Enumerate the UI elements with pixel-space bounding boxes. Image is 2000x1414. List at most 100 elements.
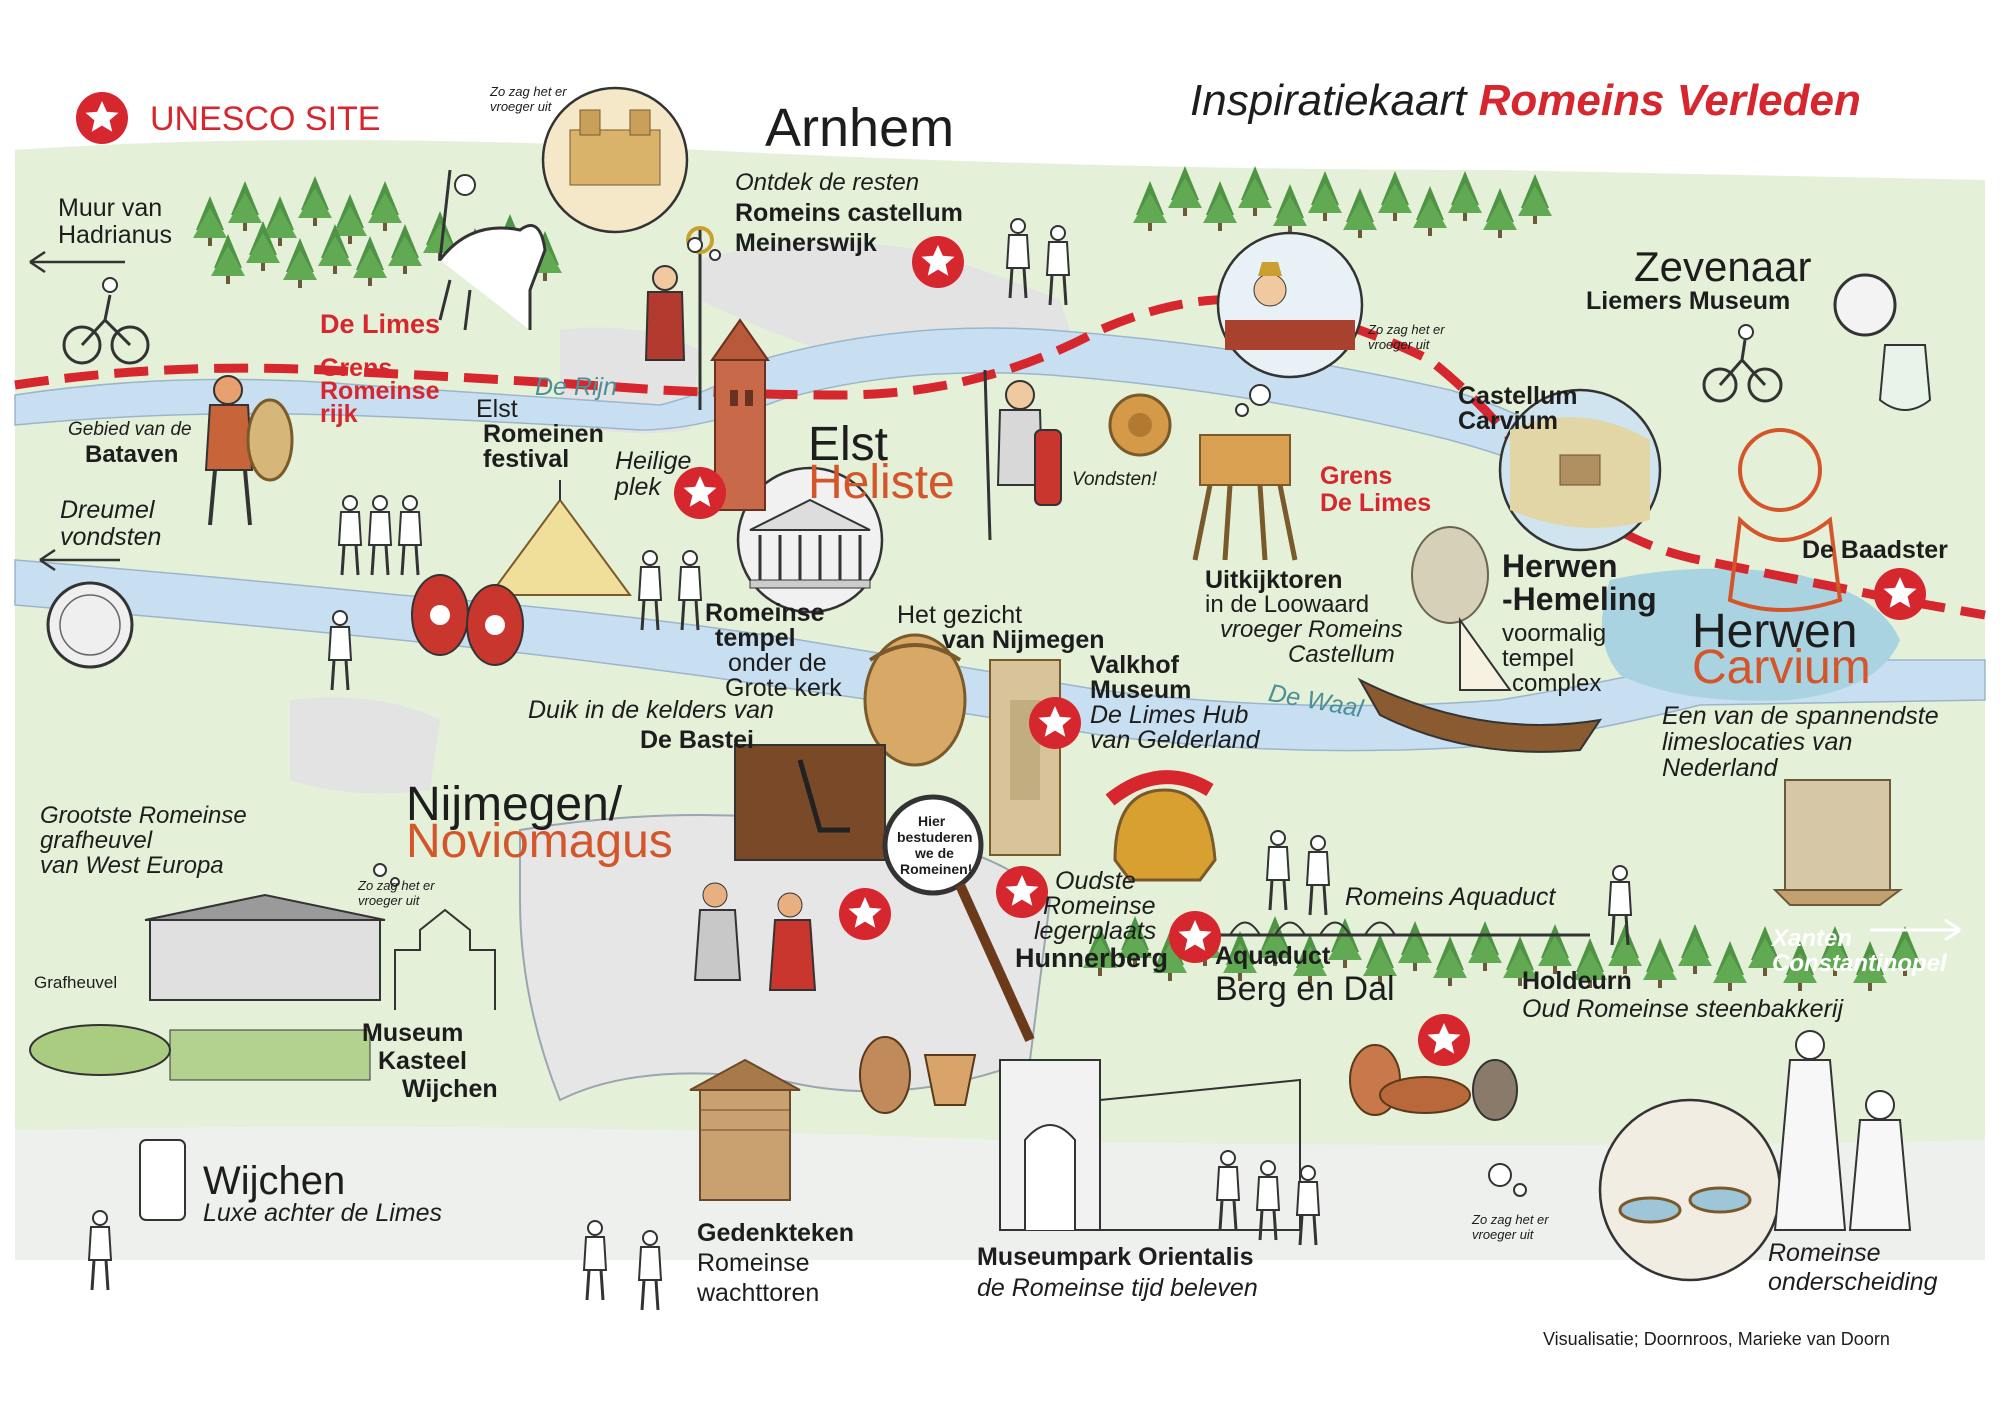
meinerswijk-label-2[interactable]: Meinerswijk (735, 229, 877, 257)
gladiators (693, 882, 817, 991)
unesco-star-icon[interactable] (996, 866, 1048, 918)
magnifier-text-4: Romeinen! (900, 861, 973, 877)
vignette-castellum (1498, 388, 1662, 552)
valkhof-label-4: van Gelderland (1090, 726, 1260, 754)
meinerswijk-label-1[interactable]: Romeins castellum (735, 199, 963, 227)
unesco-star-icon[interactable] (1029, 697, 1081, 749)
arrow-right-icon (1870, 918, 1961, 942)
aquaduct-label-1[interactable]: Aquaduct (1215, 942, 1331, 970)
zozag-caption-1b: vroeger uit (490, 99, 552, 114)
castellum-label-1[interactable]: Castellum (1458, 382, 1578, 410)
urban-area-west (290, 697, 440, 794)
zozag-caption-3a: Zo zag het er (358, 878, 435, 893)
gedenkteken-label-1[interactable]: Gedenkteken (697, 1219, 855, 1247)
wijchen-subtitle: Luxe achter de Limes (203, 1199, 443, 1227)
city-herwen: Herwen (1692, 605, 1858, 658)
unesco-site-label: UNESCO SITE (150, 100, 381, 138)
map-title-highlight: Romeins Verleden (1478, 76, 1861, 125)
muur-label-2: Hadrianus (58, 221, 172, 249)
bronze-ornament (1108, 393, 1172, 457)
uitkijktoren-label-1[interactable]: Uitkijktoren (1205, 566, 1343, 594)
uitkijktoren-label-4: Castellum (1288, 641, 1395, 668)
unesco-star-icon[interactable] (1169, 911, 1221, 963)
gedenkteken-label-2: Romeinse (697, 1249, 810, 1277)
city-carvium: Carvium (1692, 641, 1871, 694)
holdeurn-label-2: Oud Romeinse steenbakkerij (1522, 995, 1843, 1023)
zozag-caption-3b: vroeger uit (358, 893, 420, 908)
kasteel-label-1[interactable]: Museum (362, 1019, 464, 1047)
onderscheiding-label-2: onderscheiding (1768, 1268, 1938, 1296)
baadster-label[interactable]: De Baadster (1802, 536, 1948, 564)
grens-limes-label-1: Grens (1320, 462, 1393, 490)
unesco-star-icon[interactable] (839, 888, 891, 940)
festival-label-3[interactable]: festival (483, 445, 570, 473)
lake-herwen (1602, 568, 1900, 701)
magnifier-text-3: we de (915, 845, 954, 861)
helmet-icon (1105, 770, 1217, 882)
spannend-label-2: limeslocaties van (1662, 728, 1853, 756)
limes-border-line (14, 294, 1986, 620)
legionary-arnhem (644, 226, 714, 410)
grens-limes-label-2: De Limes (1320, 489, 1432, 517)
herwen-hemeling-2[interactable]: -Hemeling (1502, 581, 1657, 617)
oudste-label-4[interactable]: Hunnerberg (1015, 943, 1169, 973)
heilige-label-2: plek (615, 473, 661, 501)
castellum-label-2[interactable]: Carvium (1458, 407, 1559, 435)
vignette-baths (1598, 1098, 1782, 1282)
valkhof-label-1[interactable]: Valkhof (1090, 651, 1179, 679)
bastei-label-2[interactable]: De Bastei (640, 726, 754, 754)
kasteel-label-2[interactable]: Kasteel (378, 1047, 467, 1075)
tempel-complex-3: complex (1512, 670, 1602, 697)
aqueduct-illustration (1210, 921, 1590, 937)
zozag-caption-4a: Zo zag het er (1472, 1212, 1549, 1227)
pottery-icon (859, 1036, 1518, 1121)
festival-label-2[interactable]: Romeinen (483, 420, 604, 448)
vignette-fort-arnhem (541, 86, 689, 234)
magnifier-icon[interactable] (882, 794, 1035, 1043)
uitkijktoren-label-3: vroeger Romeins (1220, 616, 1403, 643)
gedenkteken-label-3: wachttoren (697, 1279, 820, 1307)
holdeurn-label-1[interactable]: Holdeurn (1522, 967, 1632, 995)
grens-label-3: rijk (320, 400, 358, 428)
oudste-label-3: legerplaats (1034, 917, 1157, 945)
horseman-illustration (438, 169, 547, 331)
tempel-kerk-label-2[interactable]: tempel (715, 624, 796, 652)
unesco-logo-star (76, 92, 128, 144)
magnifier-text-1: Hier (918, 813, 946, 829)
xanten-label-1: Xanten (1772, 925, 1853, 952)
herwen-hemeling-1[interactable]: Herwen (1502, 548, 1618, 584)
grens-label-1: Grens (320, 354, 393, 382)
kasteel-label-3[interactable]: Wijchen (402, 1075, 498, 1103)
tempel-kerk-label-3: onder de (728, 649, 827, 677)
stone-head (1411, 526, 1489, 624)
oudste-label-2: Romeinse (1043, 892, 1156, 920)
unesco-star-icon[interactable] (1418, 1014, 1470, 1066)
grafheuvel-small-label: Grafheuvel (34, 973, 118, 992)
kasteel-outline (394, 908, 496, 1010)
face-mask (863, 633, 967, 767)
grafheuvel-label-2: grafheuvel (40, 827, 153, 854)
tempel-kerk-label-1[interactable]: Romeinse (705, 599, 825, 627)
unesco-star-icon[interactable] (1874, 568, 1926, 620)
unesco-star-icon[interactable] (912, 236, 964, 288)
liemers-museum-label[interactable]: Liemers Museum (1586, 287, 1791, 315)
magnifier-text-2: bestuderen (897, 829, 973, 845)
festival-tent (488, 480, 632, 596)
city-zevenaar: Zevenaar (1634, 243, 1812, 290)
city-arnhem: Arnhem (765, 98, 955, 158)
coin-right-icon (1833, 273, 1897, 337)
dreumel-label-1: Dreumel (60, 496, 155, 524)
grens-label-2: Romeinse (320, 377, 440, 405)
zozag-caption-2a: Zo zag het er (1368, 322, 1445, 337)
bather-statue (1727, 428, 1843, 612)
valkhof-label-2[interactable]: Museum (1090, 676, 1192, 704)
thought-bubbles (373, 237, 1527, 1197)
orientalis-label-2: de Romeinse tijd beleven (977, 1274, 1258, 1302)
muur-label-1: Muur van (58, 194, 163, 222)
map-title-plain: Inspiratiekaart (1190, 76, 1467, 125)
roman-award-figure (1773, 1030, 1912, 1231)
orientalis-label-1[interactable]: Museumpark Orientalis (977, 1243, 1254, 1271)
valkhof-relief (989, 659, 1061, 856)
glass-jar-icon (1878, 344, 1932, 411)
